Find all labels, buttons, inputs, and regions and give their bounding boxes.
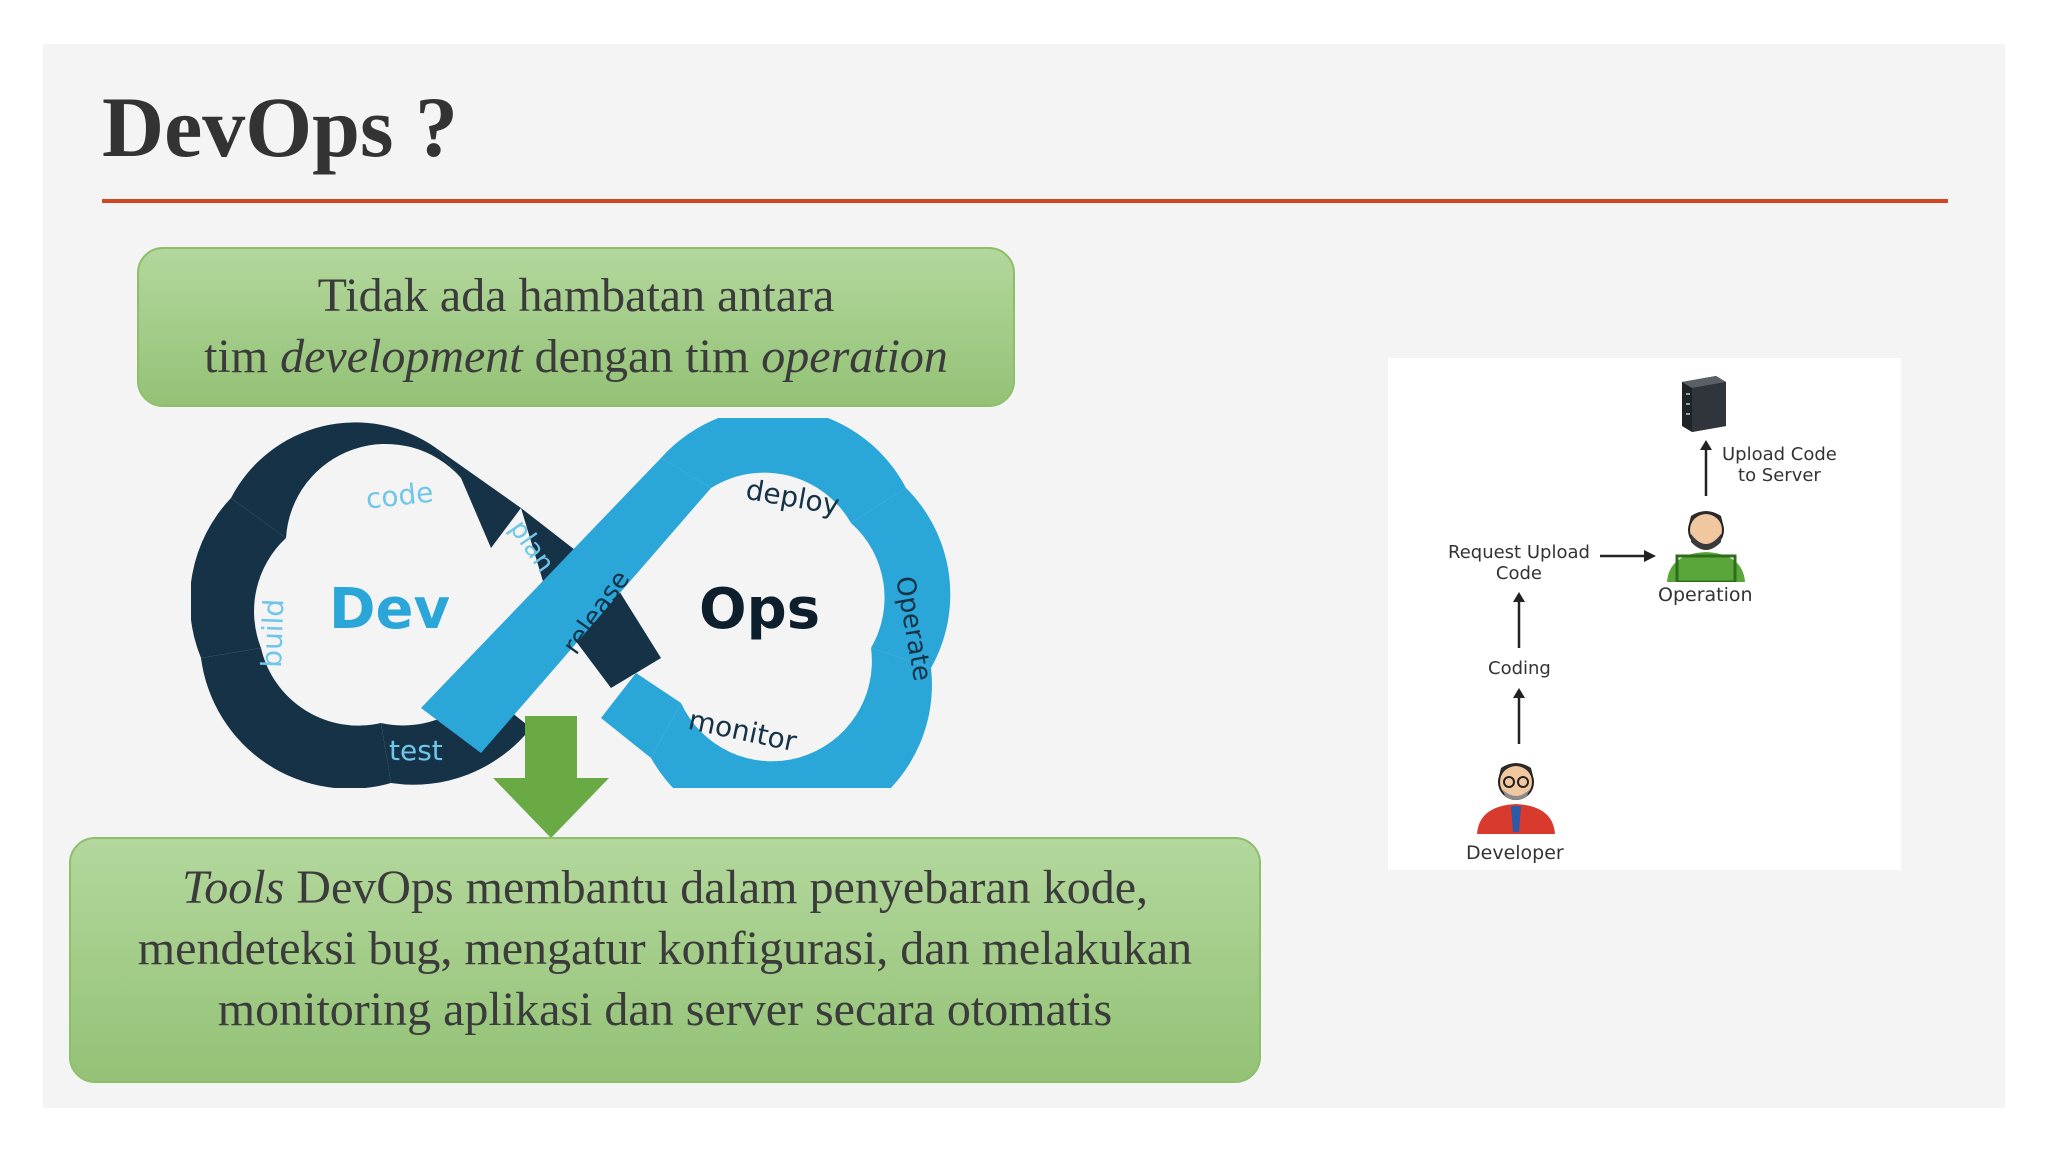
request-label-line2: Code: [1495, 563, 1542, 584]
slide-title: DevOps ?: [102, 79, 458, 175]
stage-build: build: [255, 598, 290, 668]
request-label: Request Upload Code: [1448, 542, 1590, 584]
callout-text: dengan tim: [522, 330, 762, 383]
developer-person-icon: [1477, 763, 1555, 834]
callout-no-barrier-line2: tim development dengan tim operation: [139, 326, 1013, 387]
callout-text: tim: [204, 330, 281, 383]
title-underline: [102, 199, 1948, 203]
callout-no-barrier-line1: Tidak ada hambatan antara: [317, 269, 835, 322]
request-label-line1: Request Upload: [1448, 542, 1590, 563]
workflow-diagram: Upload Code to Server Operation Request …: [1388, 358, 1901, 870]
slide: DevOps ? Tidak ada hambatan antara tim d…: [43, 44, 2005, 1108]
devops-infinity-diagram: Dev Ops code plan build test release dep…: [191, 418, 951, 788]
callout-italic-operation: operation: [761, 330, 948, 383]
upload-label-line2: to Server: [1738, 465, 1821, 486]
callout-italic-development: development: [280, 330, 523, 383]
arrow-right-icon: [1600, 550, 1656, 562]
ops-loop: [421, 418, 951, 788]
callout-no-barrier: Tidak ada hambatan antara tim developmen…: [137, 247, 1015, 407]
upload-label: Upload Code to Server: [1722, 444, 1837, 486]
arrow-up-icon: [1513, 592, 1525, 648]
arrow-up-icon: [1513, 688, 1525, 744]
callout-devops-tools: Tools DevOps membantu dalam penyebaran k…: [69, 837, 1261, 1083]
down-arrow-icon: [493, 716, 609, 838]
callout-tools-line2: mendeteksi bug, mengatur konfigurasi, da…: [137, 922, 1193, 975]
callout-text: DevOps membantu dalam penyebaran kode,: [284, 861, 1149, 914]
arrow-up-icon: [1700, 440, 1712, 496]
callout-tools-line1: Tools DevOps membantu dalam penyebaran k…: [71, 857, 1259, 918]
ops-label: Ops: [699, 577, 820, 642]
coding-label: Coding: [1488, 658, 1551, 679]
callout-tools-line3: monitoring aplikasi dan server secara ot…: [217, 983, 1113, 1036]
operation-person-icon: [1667, 511, 1745, 582]
stage-code: code: [364, 476, 435, 516]
callout-italic-tools: Tools: [181, 861, 285, 914]
dev-label: Dev: [329, 577, 450, 642]
developer-label: Developer: [1466, 842, 1564, 864]
operation-label: Operation: [1658, 584, 1753, 606]
server-icon: [1682, 376, 1726, 432]
stage-test: test: [389, 734, 443, 767]
upload-label-line1: Upload Code: [1722, 444, 1837, 465]
